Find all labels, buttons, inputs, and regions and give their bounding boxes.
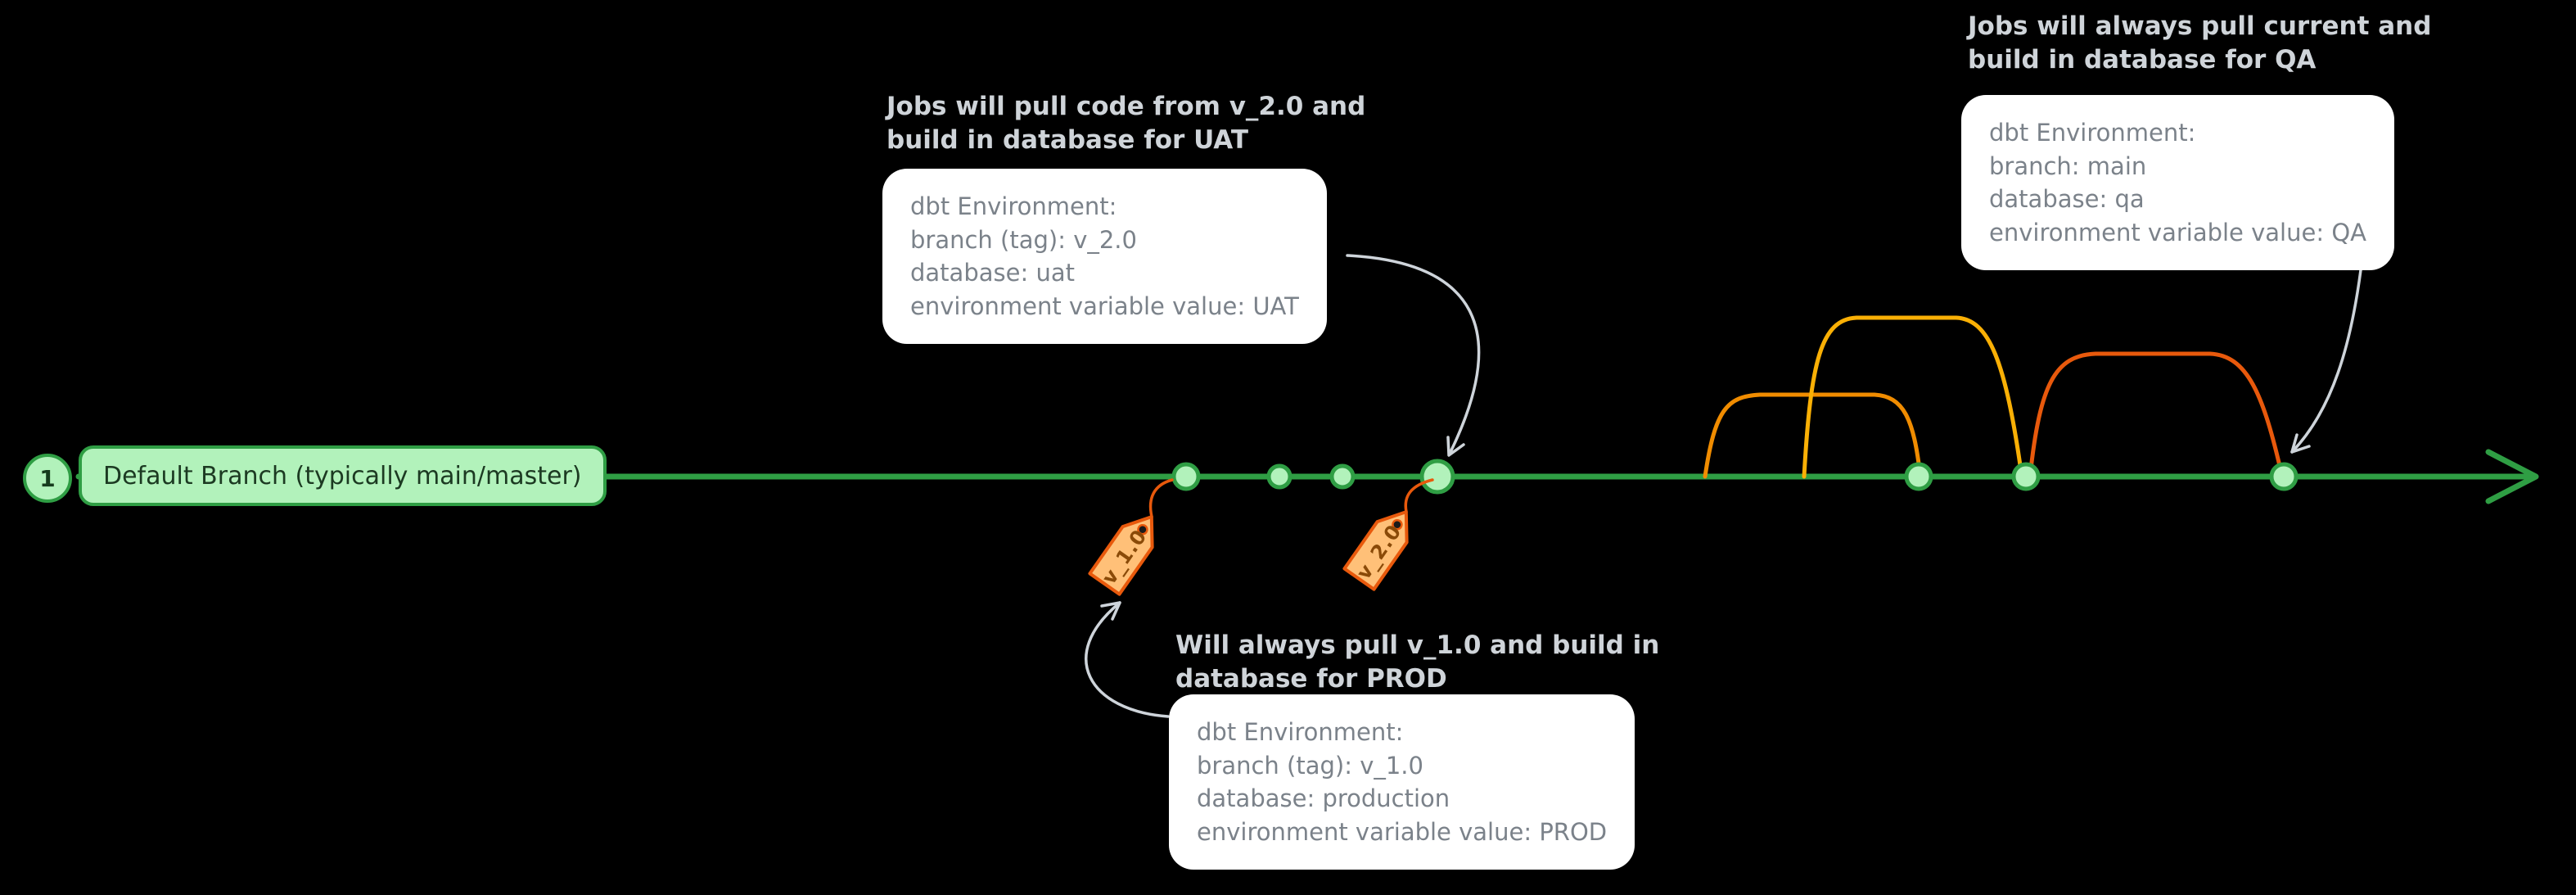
connector-arrow-prod bbox=[1085, 601, 1170, 718]
commit-dot bbox=[1904, 462, 1933, 491]
callout-title-line: build in database for QA bbox=[1968, 44, 2317, 75]
callout-title-line: database for PROD bbox=[1175, 663, 1447, 694]
env-line: database: qa bbox=[1989, 185, 2145, 214]
commit-dot bbox=[1266, 463, 1293, 490]
step-number-badge: 1 bbox=[23, 454, 72, 503]
env-line: dbt Environment: bbox=[910, 192, 1117, 220]
tag-shape-icon bbox=[1088, 515, 1154, 596]
callout-title-line: build in database for UAT bbox=[886, 124, 1249, 155]
connector-curve bbox=[1346, 254, 1481, 454]
arrowhead-icon bbox=[1446, 436, 1465, 457]
connector-curve bbox=[1085, 601, 1170, 718]
env-line: environment variable value: QA bbox=[1989, 218, 2366, 246]
env-line: branch (tag): v_2.0 bbox=[910, 225, 1137, 254]
commit-dot bbox=[2011, 462, 2041, 491]
tag-string bbox=[1404, 478, 1434, 513]
arrowhead-icon bbox=[1100, 601, 1121, 621]
feature-branch-curve-red-orange bbox=[2028, 351, 2285, 479]
callout-qa-box: dbt Environment: branch: main database: … bbox=[1961, 95, 2394, 271]
commit-dot bbox=[2269, 462, 2299, 491]
connector-arrow-qa bbox=[2290, 269, 2362, 454]
env-line: database: uat bbox=[910, 259, 1075, 287]
env-line: environment variable value: PROD bbox=[1197, 817, 1608, 846]
connector-arrow-uat bbox=[1346, 254, 1481, 457]
callout-prod-title: Will always pull v_1.0 and build in data… bbox=[1175, 629, 1659, 696]
commit-dot bbox=[1171, 462, 1201, 491]
callout-title-line: Jobs will always pull current and bbox=[1968, 11, 2432, 41]
commit-dot-merge bbox=[1419, 459, 1455, 495]
version-tag-v2: v_2.0 bbox=[1342, 478, 1434, 591]
env-line: branch (tag): v_1.0 bbox=[1197, 751, 1423, 780]
env-line: branch: main bbox=[1989, 151, 2147, 180]
tag-hole-icon bbox=[1392, 518, 1403, 531]
main-branch-arrowhead-icon bbox=[2485, 449, 2539, 504]
env-line: dbt Environment: bbox=[1197, 718, 1404, 746]
commit-dot bbox=[1329, 463, 1356, 490]
version-tag-v1: v_1.0 bbox=[1088, 478, 1174, 596]
callout-qa-title: Jobs will always pull current and build … bbox=[1968, 10, 2431, 77]
callout-title-line: Will always pull v_1.0 and build in bbox=[1175, 631, 1660, 660]
tag-string bbox=[1148, 478, 1174, 518]
callout-prod-box: dbt Environment: branch (tag): v_1.0 dat… bbox=[1169, 694, 1635, 870]
callout-uat-box: dbt Environment: branch (tag): v_2.0 dat… bbox=[882, 169, 1327, 345]
callout-uat-title: Jobs will pull code from v_2.0 and build… bbox=[886, 90, 1365, 157]
env-line: dbt Environment: bbox=[1989, 119, 2196, 147]
connector-curve bbox=[2290, 269, 2362, 454]
default-branch-label: Default Branch (typically main/master) bbox=[79, 445, 607, 506]
env-line: database: production bbox=[1197, 784, 1450, 813]
arrowhead-icon bbox=[2290, 433, 2311, 454]
feature-branch-curve-yellow bbox=[1802, 315, 2024, 479]
tag-shape-icon bbox=[1342, 510, 1409, 591]
feature-branch-curve-orange bbox=[1703, 392, 1923, 479]
tag-hole-icon bbox=[1137, 523, 1148, 536]
env-line: environment variable value: UAT bbox=[910, 292, 1299, 320]
callout-title-line: Jobs will pull code from v_2.0 and bbox=[886, 92, 1366, 121]
